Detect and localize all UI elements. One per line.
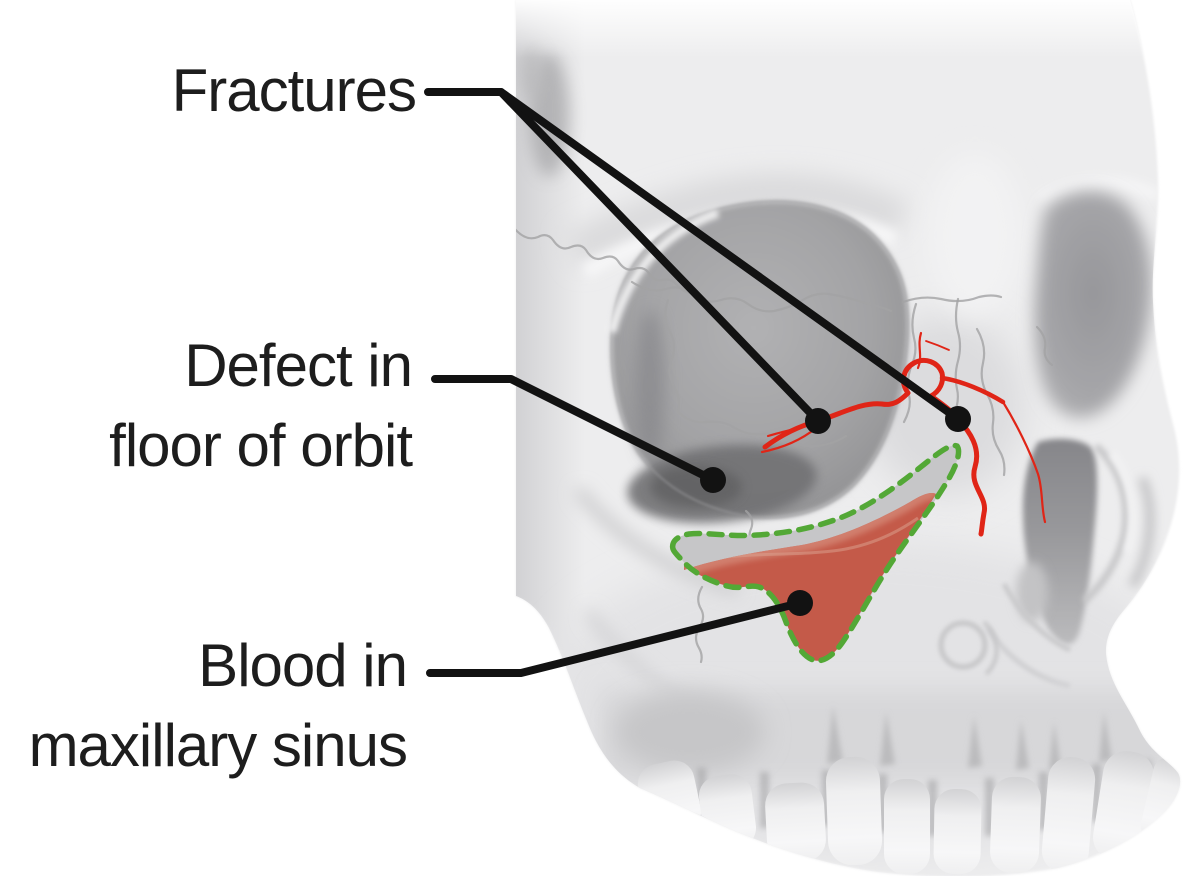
brow-ridge-shadow <box>563 173 910 268</box>
sinus-outline <box>669 442 962 664</box>
label-orbit-defect-line1: Defect in <box>184 332 413 399</box>
suture-lines <box>516 226 1054 664</box>
glabella-highlight <box>927 153 1023 317</box>
label-fractures: Fractures <box>171 51 417 131</box>
leader-dot-fracture-2 <box>945 406 971 432</box>
label-orbit-defect: Defect in floor of orbit <box>109 326 413 486</box>
sinus-blood-level <box>684 492 936 661</box>
teeth <box>637 751 1181 875</box>
leader-line-sinus-blood <box>426 599 804 677</box>
leader-dot-sinus-blood <box>787 590 813 616</box>
upper-teeth <box>600 690 1181 875</box>
label-sinus-blood: Blood in maxillary sinus <box>28 626 408 786</box>
tooth-roots <box>827 706 1112 770</box>
right-orbit <box>1034 191 1152 418</box>
leader-line-fracture-2 <box>497 88 962 423</box>
leader-lines <box>424 88 971 677</box>
label-sinus-blood-line1: Blood in <box>198 632 408 699</box>
label-fractures-text: Fractures <box>171 57 417 124</box>
skull <box>516 0 1181 876</box>
leader-dot-orbit-defect <box>700 467 726 493</box>
leader-dot-fracture-1 <box>805 408 831 434</box>
maxillary-sinus-overlay <box>669 442 962 664</box>
label-orbit-defect-line2: floor of orbit <box>109 412 413 479</box>
label-sinus-blood-line2: maxillary sinus <box>28 712 408 779</box>
leader-line-orbit-defect <box>431 375 717 484</box>
